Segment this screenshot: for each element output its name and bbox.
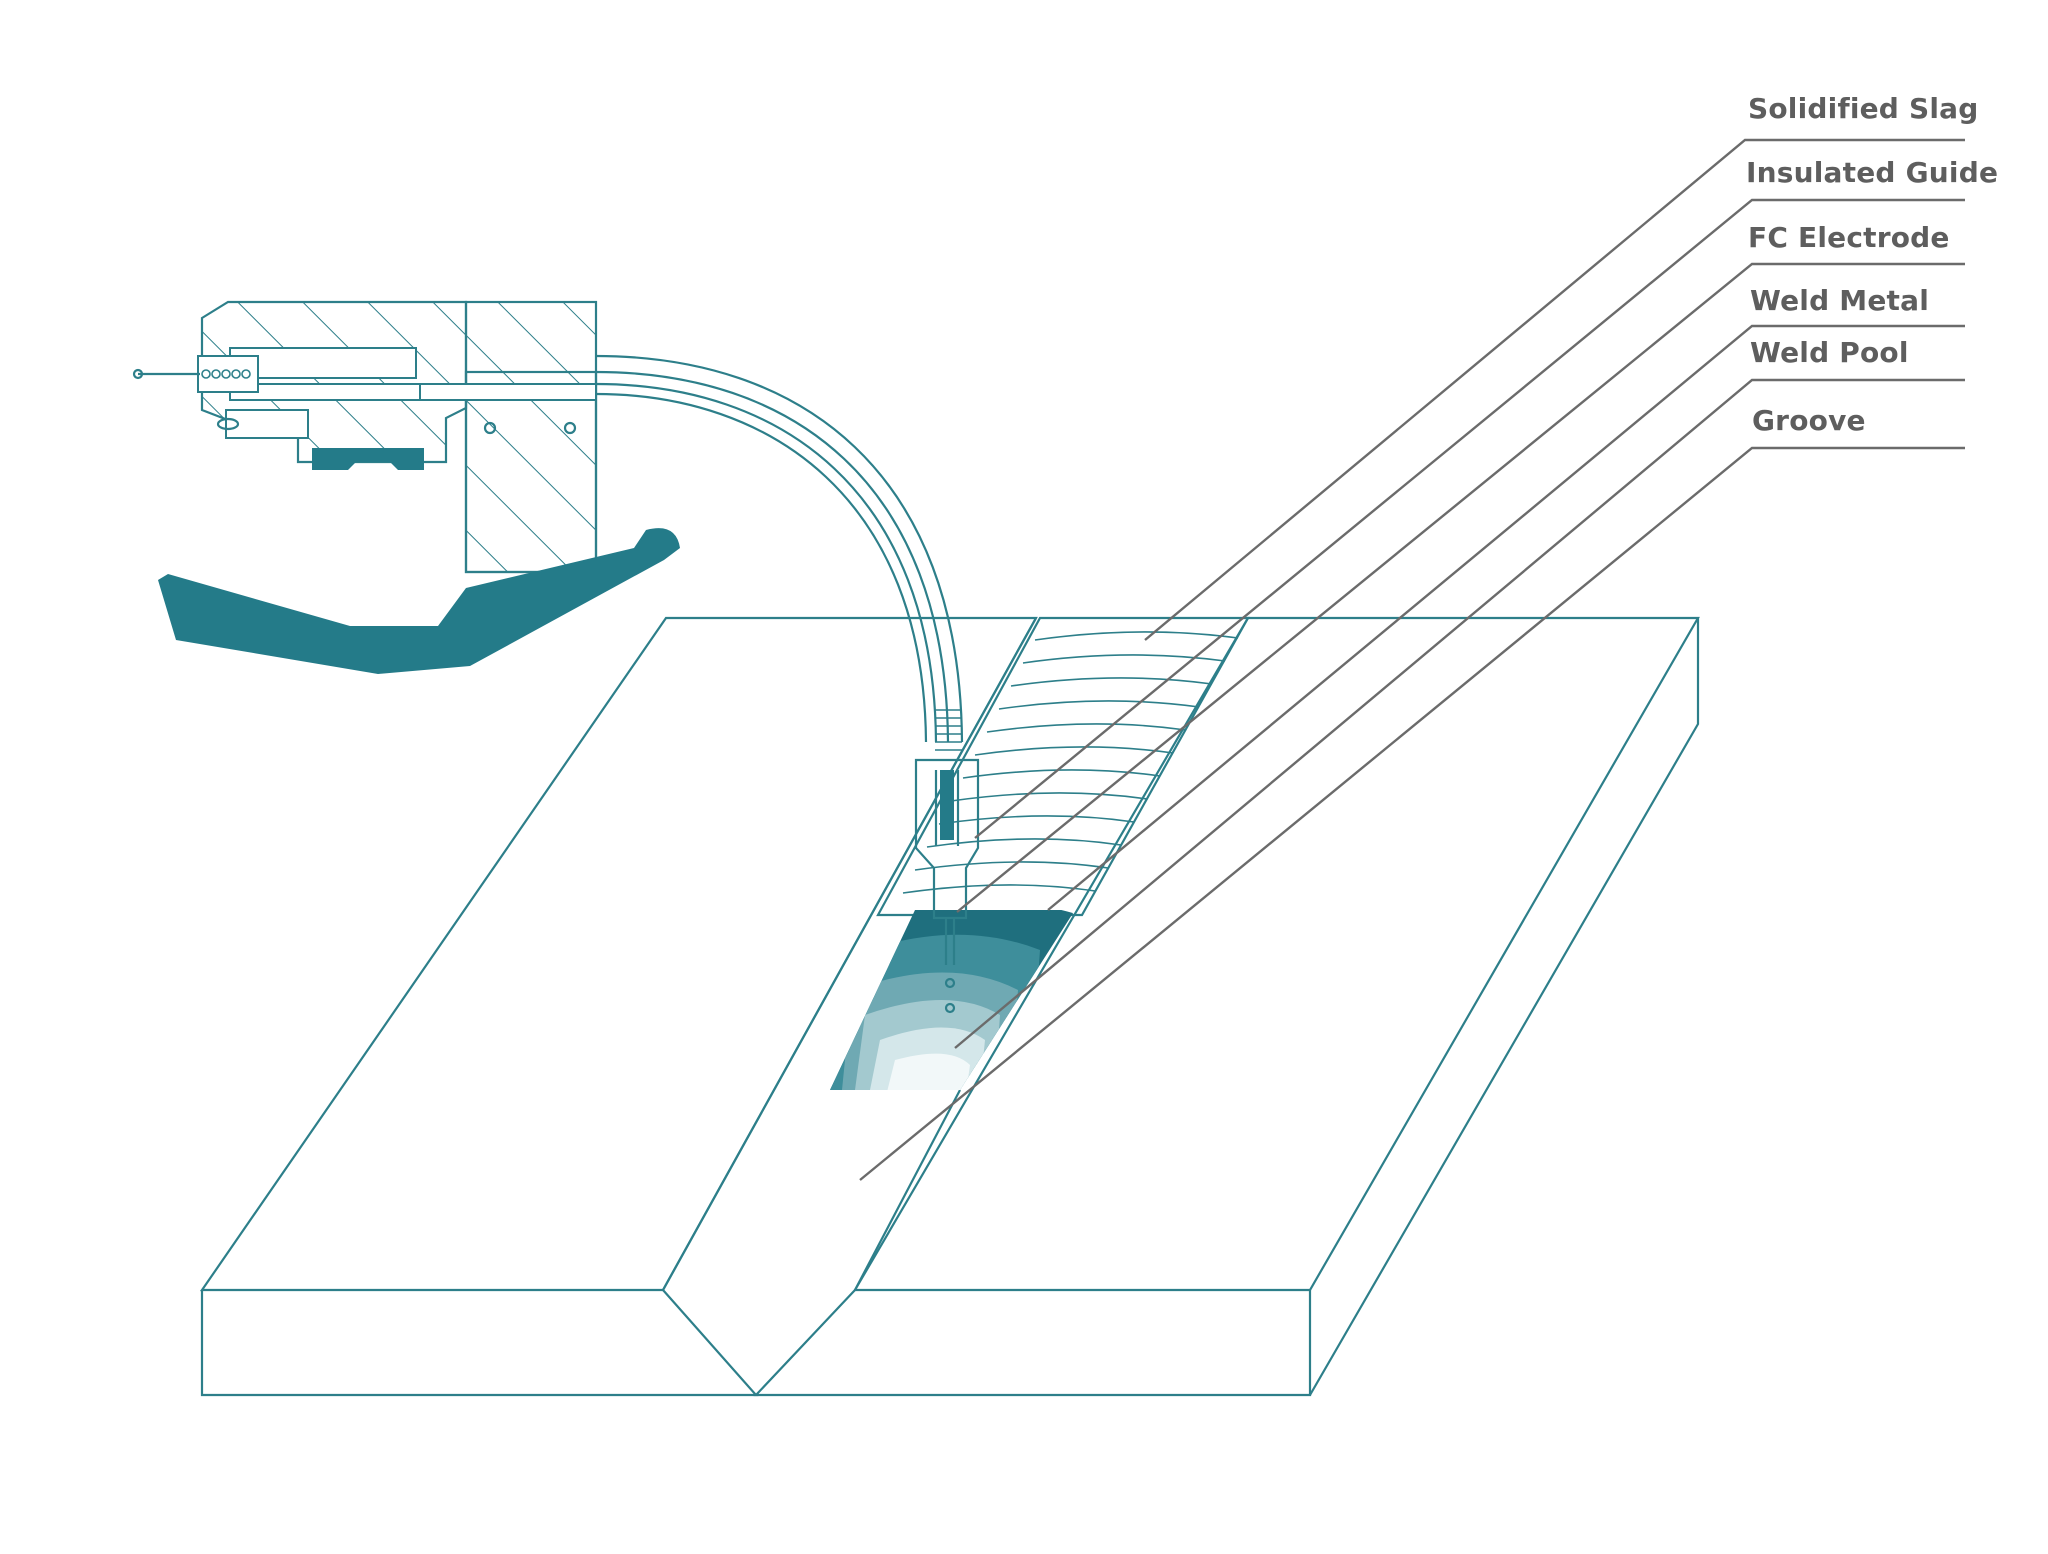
groove-bottom-line bbox=[854, 1089, 961, 1291]
left-plate-front bbox=[200, 1289, 759, 1397]
leader-weld-metal bbox=[1047, 324, 1965, 911]
welding-head bbox=[132, 300, 680, 674]
mounting-bracket bbox=[158, 528, 680, 674]
right-plate-side bbox=[1309, 618, 1700, 1396]
right-plate-front bbox=[753, 1289, 1312, 1397]
weld-bead bbox=[830, 616, 1250, 1090]
leader-lines bbox=[859, 138, 1965, 1181]
workpiece bbox=[199, 616, 1700, 1397]
groove-left-edge bbox=[662, 617, 1037, 1291]
label-groove: Groove bbox=[1752, 404, 1866, 437]
label-weld-metal: Weld Metal bbox=[1750, 284, 1929, 317]
contact-tip bbox=[914, 758, 980, 1014]
weld-pool bbox=[830, 910, 1075, 1090]
slag-outline bbox=[876, 616, 1250, 917]
leader-weld-pool bbox=[954, 378, 1965, 1049]
leader-groove bbox=[859, 446, 1965, 1181]
leader-insulated-guide bbox=[974, 198, 1965, 839]
leader-fc-electrode bbox=[956, 262, 1965, 913]
label-insulated-guide: Insulated Guide bbox=[1746, 156, 1999, 189]
label-weld-pool: Weld Pool bbox=[1750, 336, 1909, 369]
label-solidified-slag: Solidified Slag bbox=[1748, 92, 1979, 125]
leader-solidified-slag bbox=[1144, 138, 1965, 641]
insulated-guide bbox=[595, 354, 964, 751]
head-block-left bbox=[200, 300, 468, 464]
label-fc-electrode: FC Electrode bbox=[1748, 221, 1950, 254]
slag-layers bbox=[902, 631, 1239, 894]
